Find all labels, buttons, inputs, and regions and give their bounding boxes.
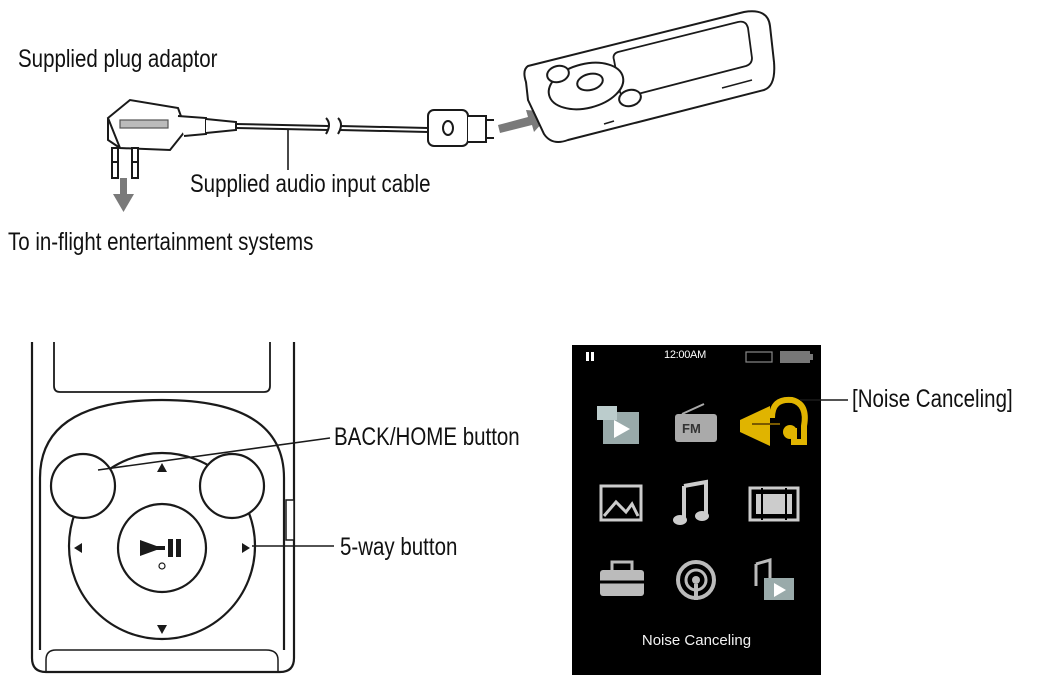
arrow-up-icon <box>157 463 167 472</box>
arrow-down-icon <box>157 625 167 634</box>
noise-canceling-callout: [Noise Canceling] <box>852 385 1013 413</box>
arrow-right-icon <box>242 543 250 553</box>
play-pause-icon <box>140 539 181 570</box>
walkman-player <box>523 10 776 143</box>
audio-input-cable <box>235 109 494 170</box>
now-playing-icon <box>754 558 794 600</box>
video-icon <box>748 486 800 522</box>
battery-icon <box>780 351 810 363</box>
settings-toolbox-icon <box>600 560 644 596</box>
down-arrow-icon <box>113 178 134 212</box>
music-icon <box>673 479 709 525</box>
plug-adaptor-label: Supplied plug adaptor <box>18 45 218 73</box>
home-menu-screen <box>572 345 848 675</box>
noise-canceling-icon <box>740 396 808 446</box>
hold-icon <box>745 351 773 363</box>
selected-item-label: Noise Canceling <box>641 632 752 649</box>
audio-cable-label: Supplied audio input cable <box>190 170 431 198</box>
pause-status-icon <box>586 352 589 361</box>
five-way-arrows <box>74 463 250 634</box>
back-home-label: BACK/HOME button <box>334 423 520 451</box>
inflight-label: To in-flight entertainment systems <box>8 228 314 256</box>
photo-icon <box>599 484 643 522</box>
five-way-label: 5-way button <box>340 533 458 561</box>
fm-icon-text: FM <box>682 421 701 436</box>
podcast-icon <box>676 560 716 600</box>
clock-text: 12:00AM <box>664 349 706 361</box>
plug-adaptor <box>106 98 237 179</box>
player-front-closeup <box>30 342 334 674</box>
fm-radio-icon <box>675 403 717 442</box>
arrow-left-icon <box>74 543 82 553</box>
video-library-icon <box>597 406 639 444</box>
